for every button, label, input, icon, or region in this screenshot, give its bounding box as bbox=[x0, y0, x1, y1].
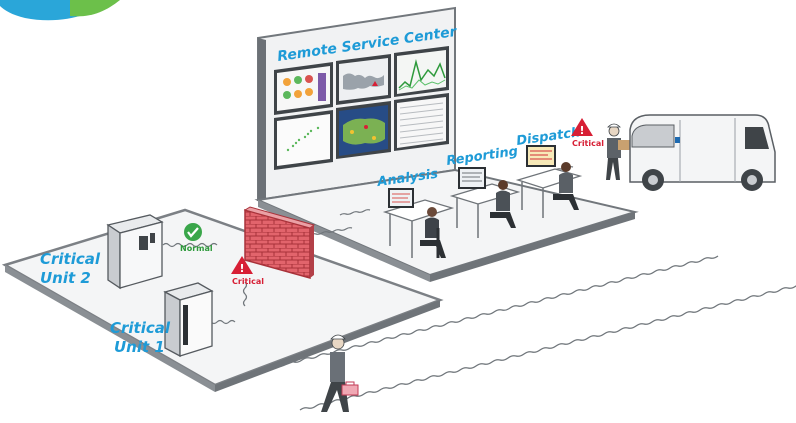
walking-technician bbox=[321, 334, 359, 412]
unit-1-label-line1: Critical bbox=[110, 319, 171, 337]
normal-label: Normal bbox=[180, 244, 213, 253]
critical-unit-2[interactable] bbox=[106, 214, 164, 290]
unit-2-label-line2: Unit 2 bbox=[40, 269, 91, 287]
unit-1-label-line2: Unit 1 bbox=[114, 338, 165, 356]
warning-triangle-icon-dispatch bbox=[571, 118, 593, 136]
critical-label-firewall: Critical bbox=[232, 277, 264, 286]
toolbox-icon bbox=[341, 384, 359, 396]
unit-2-label-line1: Critical bbox=[40, 250, 101, 268]
svg-text:!: ! bbox=[579, 124, 584, 137]
workstation-dispatch bbox=[515, 145, 583, 218]
reporting-label: Reporting bbox=[445, 144, 518, 169]
service-van[interactable] bbox=[629, 114, 776, 191]
critical-warning-badge: ! Critical bbox=[231, 256, 264, 286]
service-center-floor bbox=[254, 168, 639, 282]
svg-text:!: ! bbox=[239, 262, 244, 275]
signal-paths bbox=[162, 166, 796, 411]
normal-status-badge: Normal bbox=[180, 223, 213, 253]
warning-triangle-icon bbox=[231, 256, 253, 274]
field-technician-van bbox=[606, 123, 630, 180]
firewall bbox=[243, 206, 316, 279]
corner-decoration bbox=[0, 0, 120, 21]
monitor-wall bbox=[274, 46, 449, 170]
checkmark-icon bbox=[187, 227, 199, 238]
critical-dispatch-badge: ! Critical bbox=[571, 118, 604, 148]
critical-unit-1[interactable] bbox=[163, 282, 214, 358]
critical-label-dispatch: Critical bbox=[572, 139, 604, 148]
workstation-reporting bbox=[449, 167, 521, 238]
workstation-analysis bbox=[382, 188, 455, 258]
